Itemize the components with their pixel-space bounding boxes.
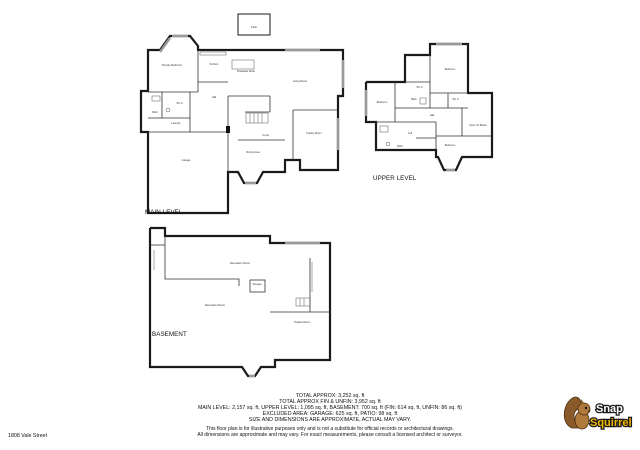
room-label: Recreation Room: [205, 303, 225, 307]
size-note: SIZE AND DIMENSIONS ARE APPROXIMATE, ACT…: [248, 417, 412, 424]
room-label: Hall: [430, 113, 435, 117]
room-label: Living Room: [293, 79, 307, 83]
excluded-area: EXCLUDED AREA: GARAGE: 625 sq. ft, PATIO…: [262, 411, 398, 418]
room-label: Theatre Room: [294, 320, 311, 324]
disclaimer: This floor plan is for illustrative purp…: [150, 426, 510, 439]
room-label: Patio: [251, 25, 257, 29]
room-label: Open To Below: [469, 123, 487, 127]
room-label: Bedroom: [445, 67, 456, 71]
room-label: Family Room: [306, 131, 321, 135]
room-label: Dining Area: [246, 150, 260, 154]
main-level-outer-wall: [139, 34, 345, 215]
basement-plan: Recreation Room Recreation Room Storage …: [148, 226, 332, 378]
basement-outer-wall: [148, 226, 332, 378]
room-label: Bath: [411, 97, 417, 101]
patio-outline: [237, 13, 271, 36]
room-label: Garage: [182, 158, 191, 162]
upper-level-plan: Bedroom Bedroom Bath W.I.C. W.I.C. Loft …: [364, 42, 494, 172]
property-address: 1808 Vale Street: [8, 433, 48, 439]
room-label: Kitchen: [210, 62, 219, 66]
main-level-dark-column: [226, 126, 230, 133]
disclaimer-line-1: This floor plan is for illustrative purp…: [206, 426, 454, 432]
basement-label: BASEMENT: [152, 331, 187, 338]
room-label: Bedroom: [445, 143, 456, 147]
room-label: Loft: [408, 131, 413, 135]
room-label: Primary Bedroom: [162, 63, 182, 67]
main-level-label: MAIN LEVEL: [145, 209, 183, 216]
room-label: Recreation Room: [230, 261, 250, 265]
room-label: Bedroom: [377, 100, 388, 104]
disclaimer-line-2: All dimensions are approximate and may v…: [197, 432, 463, 439]
room-label: Breakfast Nook: [237, 69, 255, 73]
main-window-1: [159, 37, 171, 53]
total-approx-fin-unfin: TOTAL APPROX FIN & UNFIN: 3,952 sq. ft: [279, 399, 381, 406]
room-label: Foyer: [263, 133, 270, 137]
logo-word-squirrel: Squirrel: [590, 417, 632, 429]
room-label: Hall: [212, 95, 217, 99]
room-label: Storage: [252, 282, 262, 286]
total-approx: TOTAL APPROX: 3,252 sq. ft: [295, 393, 365, 399]
upper-level-outer-wall: [364, 42, 494, 172]
snap-squirrel-logo: Snap Squirrel: [563, 396, 633, 430]
room-label: W.I.C.: [452, 97, 459, 101]
squirrel-icon: [563, 396, 591, 430]
upper-level-label: UPPER LEVEL: [373, 175, 417, 182]
room-label: W.I.C.: [176, 101, 183, 105]
room-label: Bath: [397, 144, 403, 148]
area-summary: TOTAL APPROX: 3,252 sq. ft TOTAL APPROX …: [150, 393, 510, 423]
room-label: Bath: [152, 110, 158, 114]
logo-word-snap: Snap: [596, 403, 623, 415]
level-breakdown: MAIN LEVEL: 2,157 sq. ft, UPPER LEVEL: 1…: [197, 405, 463, 412]
room-label: Laundry: [171, 121, 181, 125]
main-level-plan: Patio Primary Bedroom Kitchen Breakfast …: [139, 13, 345, 215]
room-label: W.I.C.: [416, 85, 423, 89]
